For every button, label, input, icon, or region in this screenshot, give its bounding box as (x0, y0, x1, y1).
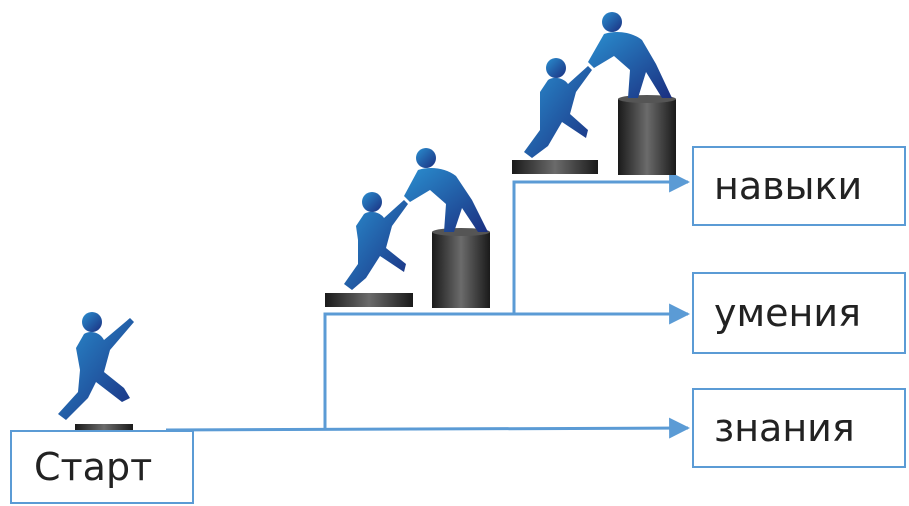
step2-platform (512, 160, 598, 174)
helping-hand-icon (524, 12, 672, 158)
abilities-box: умения (692, 272, 906, 354)
step1-pedestal (432, 232, 490, 308)
knowledge-box: знания (692, 388, 906, 468)
step2-pedestal (618, 99, 676, 175)
line-to-abilities (323, 303, 691, 428)
line-to-skills (512, 171, 691, 314)
step1-platform (325, 293, 413, 307)
skills-box: навыки (692, 146, 906, 226)
knowledge-label: знания (714, 406, 855, 450)
line-to-knowledge (165, 417, 691, 439)
abilities-label: умения (714, 291, 861, 335)
skills-label: навыки (714, 164, 863, 208)
helping-hand-icon (344, 148, 488, 290)
platforms (75, 95, 676, 432)
connector-lines (165, 171, 691, 439)
start-box: Старт (10, 430, 194, 504)
start-label: Старт (34, 445, 153, 489)
start-platform (75, 424, 133, 432)
climbing-person-icon (58, 312, 134, 420)
